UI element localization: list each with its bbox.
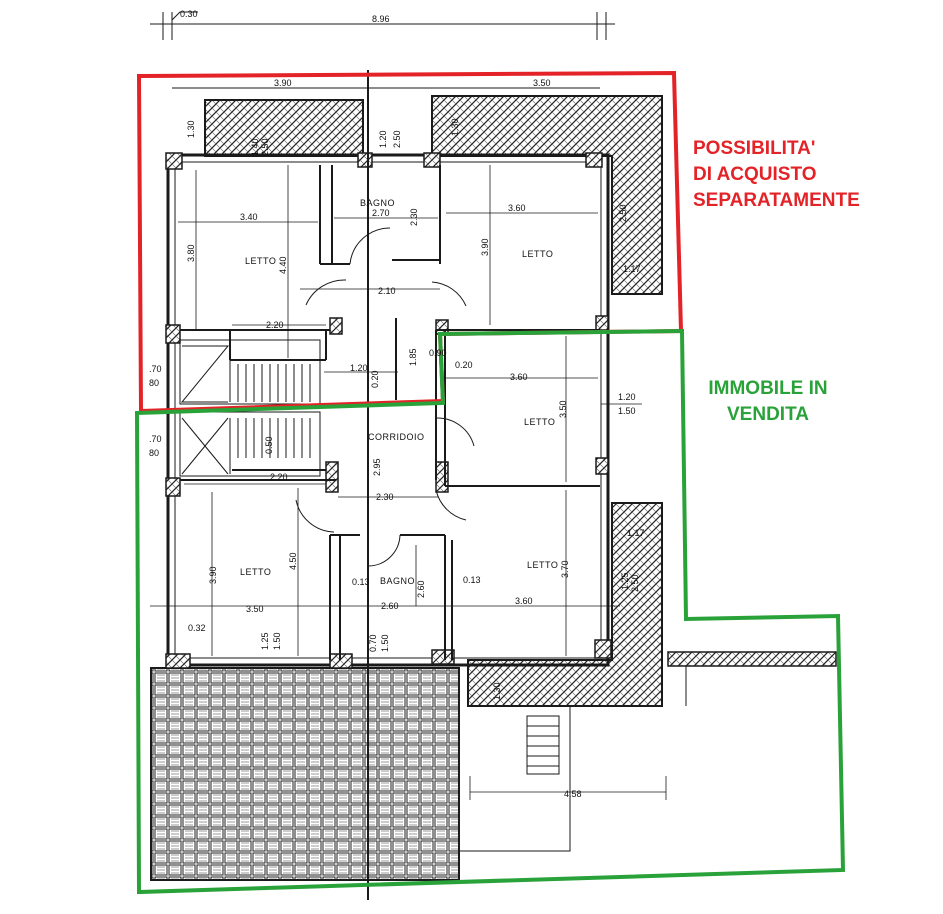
dim-left-070b: .70 (149, 434, 162, 444)
dim-020a: 0.20 (455, 360, 473, 370)
dim-w-210: 2.10 (378, 286, 396, 296)
dim-050: 0.50 (264, 436, 274, 454)
dim-h-380: 3.80 (186, 244, 196, 262)
dim-140: 1.40 (250, 138, 260, 156)
dim-side-125: 1.25 (620, 572, 630, 590)
dim-top-right: 3.50 (533, 78, 551, 88)
top-dimension (150, 11, 615, 40)
dim-032: 0.32 (188, 623, 206, 633)
room-corridoio: CORRIDOIO (368, 432, 425, 442)
dim-h-370: 3.70 (560, 560, 570, 578)
dim-side-117a: 1.17 (623, 264, 641, 274)
dim-top-left: 3.90 (274, 78, 292, 88)
dim-w-270: 2.70 (372, 208, 390, 218)
door-arcs (295, 227, 475, 567)
note-red-line-2: DI ACQUISTO (693, 164, 817, 185)
dim-150a: 1.50 (618, 406, 636, 416)
note-property-for-sale: IMMOBILE IN VENDITA (693, 376, 843, 428)
dim-balc-right-h: 1.30 (450, 118, 460, 136)
dim-bottom-458: 4.58 (564, 789, 582, 799)
dim-left-080b: 80 (149, 448, 159, 458)
interior-walls (180, 165, 600, 660)
dim-185: 1.85 (408, 348, 418, 366)
room-letto-bottom-right: LETTO (527, 560, 558, 570)
room-letto-mid-right: LETTO (524, 417, 555, 427)
strip-balcony (667, 651, 837, 667)
dim-h-390b: 3.90 (208, 566, 218, 584)
outdoor-patio (150, 667, 460, 881)
dim-w-230b: 2.30 (376, 492, 394, 502)
balcony-bottom-right (467, 502, 663, 707)
dim-w-220b: 2.20 (270, 472, 288, 482)
dim-total-width: 8.96 (372, 14, 390, 24)
room-letto-bottom-left: LETTO (240, 567, 271, 577)
dim-090: 0.90 (429, 348, 447, 358)
dim-125: 1.25 (260, 632, 270, 650)
room-letto-top-right: LETTO (522, 249, 553, 259)
dim-w-360b: 3.60 (510, 372, 528, 382)
staircase (179, 339, 560, 775)
dim-250a: 2.50 (260, 138, 270, 156)
site-lines (459, 666, 687, 852)
dim-w-350: 3.50 (246, 604, 264, 614)
dim-120c: 1.20 (618, 392, 636, 402)
note-green-line-2: VENDITA (727, 404, 809, 425)
dim-020b: 0.20 (370, 370, 380, 388)
dim-w-220a: 2.20 (266, 320, 284, 330)
dim-side-250b: 2.50 (630, 574, 640, 592)
green-outline (134, 328, 846, 895)
note-red-line-1: POSSIBILITA' (693, 138, 816, 159)
dim-w-230a: 2.30 (409, 208, 419, 226)
dim-h-350: 3.50 (558, 400, 568, 418)
room-bagno-top: BAGNO (360, 198, 395, 208)
dim-w-360a: 3.60 (508, 203, 526, 213)
dim-balc-bottom-h: 1.30 (492, 682, 502, 700)
note-green-line-1: IMMOBILE IN (708, 378, 828, 399)
dim-070: 0.70 (368, 634, 378, 652)
room-letto-top-left: LETTO (245, 256, 276, 266)
dim-left-070a: .70 (149, 364, 162, 374)
dim-left-080a: 80 (149, 378, 159, 388)
dim-h-295: 2.95 (372, 458, 382, 476)
note-separate-purchase: POSSIBILITA' DI ACQUISTO SEPARATAMENTE (693, 136, 860, 214)
note-red-line-3: SEPARATAMENTE (693, 190, 860, 211)
balcony-top-left (204, 99, 364, 157)
dim-side-250: 2.50 (618, 204, 628, 222)
dim-013a: 0.13 (352, 577, 370, 587)
dim-260a: 2.60 (416, 580, 426, 598)
dim-h-440: 4.40 (278, 256, 288, 274)
room-bagno-bottom: BAGNO (380, 576, 415, 586)
dim-side-117b: 1.17 (627, 528, 645, 538)
dim-h-390a: 3.90 (480, 238, 490, 256)
dim-120a: 1.20 (378, 130, 388, 148)
dim-h-450: 4.50 (288, 552, 298, 570)
dim-w-340: 3.40 (240, 212, 258, 222)
dim-w-260: 2.60 (381, 601, 399, 611)
dim-balc-left-h: 1.30 (186, 120, 196, 138)
inner-dimension-lines (150, 165, 667, 800)
dim-150c: 1.50 (380, 634, 390, 652)
dim-120b: 1.20 (350, 363, 368, 373)
dim-150b: 1.50 (272, 632, 282, 650)
dim-top-small: 0.30 (180, 9, 198, 19)
dim-250b: 2.50 (392, 130, 402, 148)
dim-013b: 0.13 (463, 575, 481, 585)
dim-w-360c: 3.60 (515, 596, 533, 606)
